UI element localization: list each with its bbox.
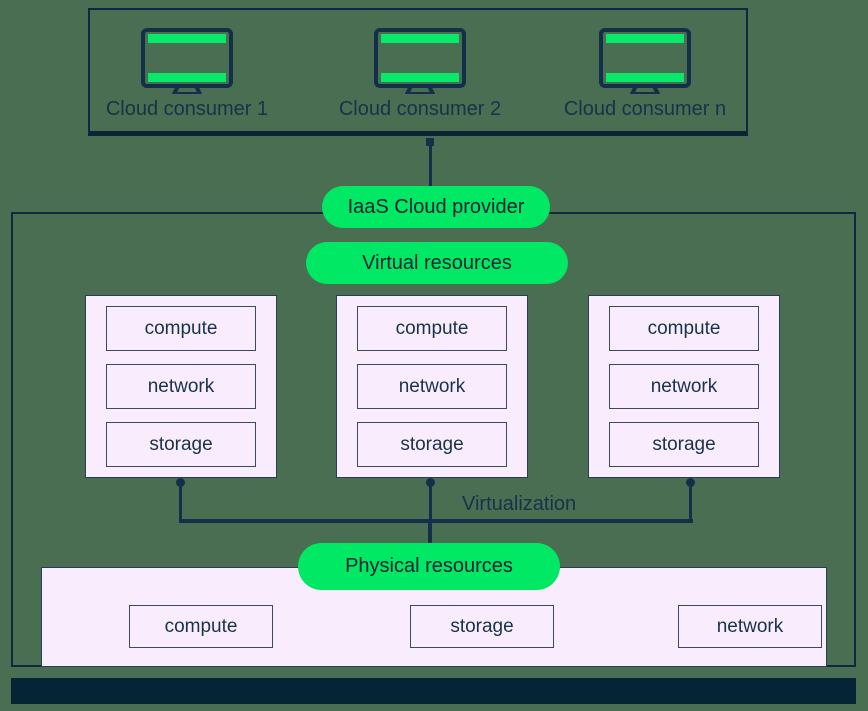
virtual-network-1: network (106, 364, 256, 409)
monitor-icon (373, 28, 467, 96)
physical-compute: compute (129, 605, 273, 648)
virtual-storage-3: storage (609, 422, 759, 467)
iaas-cloud-provider-pill: IaaS Cloud provider (322, 186, 550, 228)
bottom-bar (11, 678, 856, 704)
virtual-resources-pill: Virtual resources (306, 242, 568, 284)
physical-network: network (678, 605, 822, 648)
virtual-network-2: network (357, 364, 507, 409)
virtual-compute-1: compute (106, 306, 256, 351)
cloud-consumer-n-label: Cloud consumer n (563, 98, 727, 120)
virtual-network-3: network (609, 364, 759, 409)
virtual-compute-2: compute (357, 306, 507, 351)
virtualization-to-physical-connector (428, 519, 432, 559)
virtualization-line-1 (179, 482, 182, 522)
cloud-consumers-container: Cloud consumer 1 Cloud consumer 2 (88, 8, 748, 136)
physical-storage: storage (410, 605, 554, 648)
physical-resources-pill: Physical resources (298, 543, 560, 590)
virtual-resource-column-1: compute network storage (85, 295, 277, 478)
virtual-storage-1: storage (106, 422, 256, 467)
consumer-to-provider-connector (429, 139, 432, 215)
cloud-consumer-2-label: Cloud consumer 2 (338, 98, 502, 120)
virtual-resource-column-2: compute network storage (336, 295, 528, 478)
virtual-storage-2: storage (357, 422, 507, 467)
monitor-icon (140, 28, 234, 96)
virtualization-line-2 (429, 482, 432, 522)
virtualization-horizontal-bar (179, 519, 693, 523)
cloud-consumer-n: Cloud consumer n (545, 28, 745, 130)
virtualization-label: Virtualization (462, 493, 577, 515)
virtualization-line-3 (689, 482, 692, 522)
virtual-compute-3: compute (609, 306, 759, 351)
cloud-consumer-2: Cloud consumer 2 (320, 28, 520, 130)
cloud-consumer-1: Cloud consumer 1 (87, 28, 287, 130)
monitor-icon (598, 28, 692, 96)
cloud-consumer-1-label: Cloud consumer 1 (105, 98, 269, 120)
virtual-resource-column-3: compute network storage (588, 295, 780, 478)
